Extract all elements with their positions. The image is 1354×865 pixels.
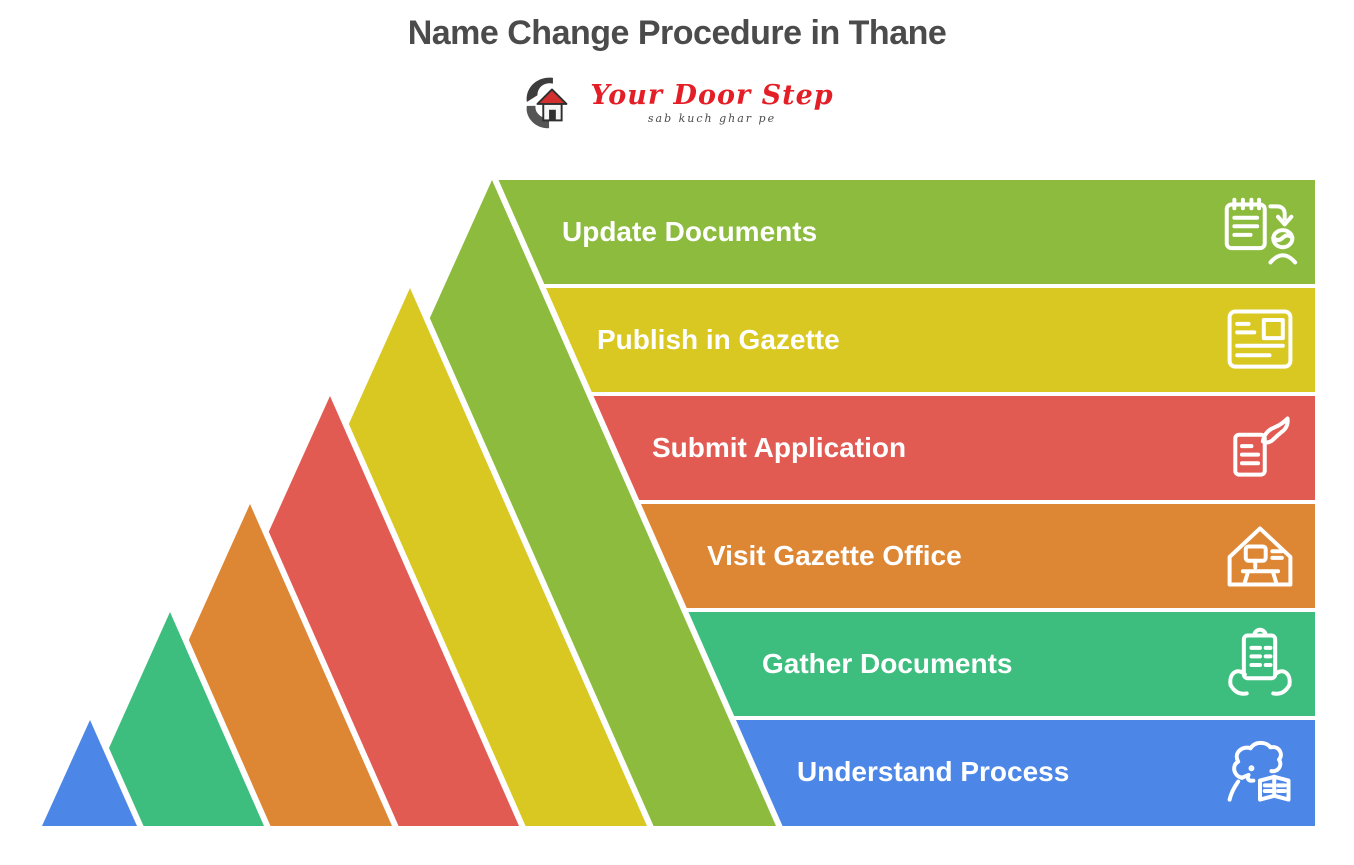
person-reading-icon — [1222, 735, 1298, 811]
office-building-icon — [1222, 518, 1298, 594]
step-label-update-documents: Update Documents — [562, 216, 818, 247]
brand-name: Your Door Step — [590, 79, 834, 111]
step-band — [686, 612, 1315, 716]
step-band — [543, 288, 1315, 392]
peak-triangle — [32, 705, 147, 832]
step-label-publish-in-gazette: Publish in Gazette — [597, 324, 840, 355]
page-title: Name Change Procedure in Thane — [407, 14, 947, 52]
step-band — [496, 180, 1315, 284]
step-label-understand-process: Understand Process — [797, 756, 1070, 787]
step-band — [591, 396, 1315, 500]
brand-tagline: sab kuch ghar pe — [647, 111, 777, 125]
peak-triangle — [64, 597, 274, 832]
clipboard-update-icon — [1222, 194, 1298, 270]
step-label-gather-documents: Gather Documents — [762, 648, 1013, 679]
submit-document-icon — [1222, 410, 1298, 486]
brand-logo-text: Your Door Step sab kuch ghar pe — [590, 82, 833, 125]
brand-logo: Your Door Step sab kuch ghar pe — [0, 74, 1354, 132]
step-label-submit-application: Submit Application — [652, 432, 907, 463]
house-logo-icon — [526, 77, 568, 129]
newspaper-icon — [1222, 302, 1298, 378]
step-label-visit-gazette-office: Visit Gazette Office — [707, 540, 962, 571]
hands-clipboard-icon — [1222, 626, 1298, 702]
step-band — [638, 504, 1315, 608]
step-band — [733, 720, 1315, 826]
